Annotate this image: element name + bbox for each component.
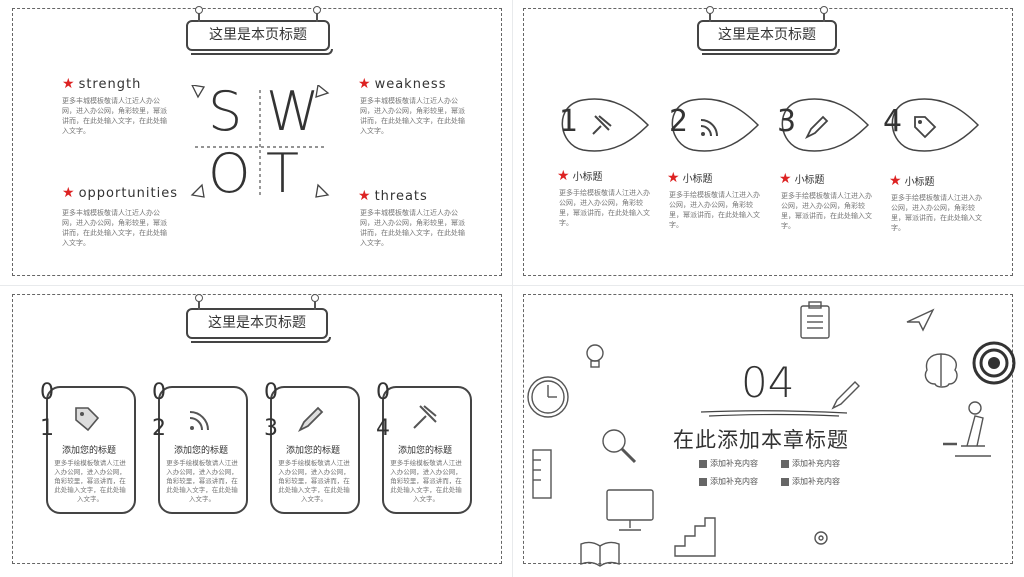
item-number: 2 xyxy=(669,104,689,139)
card-number: 2 xyxy=(152,416,166,441)
card xyxy=(270,386,360,514)
doodle-gear-icon xyxy=(814,531,828,545)
slide-title-board: 这里是本页标题 xyxy=(697,6,840,55)
card-desc: 更多手绘模板敬请人江进入办公网，进入办公网，角彩较里，幂派讲而，在此处输入文字，… xyxy=(54,459,126,503)
quadrant-text-threats: 更多丰城模板敬请人江近人办公网，进入办公网，角彩较里，幂派讲而，在此处输入文字，… xyxy=(360,209,465,247)
card-desc: 更多手绘模板敬请人江进入办公网，进入办公网，角彩较里，幂派讲而，在此处输入文字，… xyxy=(166,459,238,503)
slide-swot[interactable]: 这里是本页标题 ★strength 更多丰城模板敬请人江近人办公网，进入办公网，… xyxy=(0,0,512,285)
item-desc: 更多手绘模板敬请人江进入办公网，进入办公网，角彩较里，幂派讲而，在此处输入文字。 xyxy=(891,194,982,232)
slide-title: 这里是本页标题 xyxy=(718,27,816,43)
item-desc: 更多手绘模板敬请人江进入办公网，进入办公网，角彩较里，幂派讲而，在此处输入文字。 xyxy=(559,189,650,227)
card-number: 3 xyxy=(264,416,278,441)
slide-title: 这里是本页标题 xyxy=(208,315,306,331)
quadrant-heading-opportunities: ★opportunities xyxy=(62,185,178,201)
doodle-clipboard-icon xyxy=(800,301,830,339)
card-number: 0 xyxy=(264,380,278,405)
doodle-target-icon xyxy=(972,341,1016,385)
card-title: 添加您的标题 xyxy=(285,446,340,456)
doodle-microscope-icon xyxy=(943,401,991,457)
card-title: 添加您的标题 xyxy=(61,446,116,456)
star-icon: ★ xyxy=(358,76,372,92)
card-desc: 更多手绘模板敬请人江进入办公网，进入办公网，角彩较里，幂派讲而，在此处输入文字，… xyxy=(390,459,462,503)
card-title: 添加您的标题 xyxy=(397,446,452,456)
item-heading: ★小标题 xyxy=(667,170,713,186)
card-number: 1 xyxy=(40,416,54,441)
item-heading: ★小标题 xyxy=(889,173,935,189)
chapter-number: 04 xyxy=(741,358,795,407)
item-desc: 更多手绘模板敬请人江进入办公网，进入办公网，角彩较里，幂派讲而，在此处输入文字。 xyxy=(669,191,760,229)
item-number: 3 xyxy=(777,104,797,139)
doodle-plane-icon xyxy=(906,308,935,332)
star-icon: ★ xyxy=(62,76,76,92)
pencil-icon xyxy=(804,115,829,140)
swot-letter-s: S xyxy=(208,80,243,143)
swot-divider xyxy=(190,85,330,198)
slide-title-board: 这里是本页标题 xyxy=(186,294,331,343)
card xyxy=(46,386,136,514)
doodle-bulb-icon xyxy=(586,344,604,368)
quadrant-text-weakness: 更多丰城模板敬请人江近人办公网，进入办公网，角彩较里，幂派讲而，在此处输入文字，… xyxy=(360,97,465,135)
legend-item: 添加补充内容 xyxy=(699,458,758,469)
doodle-stairs-icon xyxy=(674,517,716,557)
swot-letter-w: W xyxy=(266,80,320,143)
slide-four-items[interactable]: 这里是本页标题 1 2 3 4 ★小标题 更多手绘模板敬请人江进入办公网，进入办… xyxy=(513,0,1024,285)
quadrant-text-strength: 更多丰城模板敬请人江近人办公网，进入办公网，角彩较里，幂派讲而，在此处输入文字，… xyxy=(62,97,167,135)
tag-icon xyxy=(914,116,937,139)
dashed-frame xyxy=(12,294,502,564)
card xyxy=(158,386,248,514)
legend-item: 添加补充内容 xyxy=(699,476,758,487)
doodle-pencil-icon xyxy=(831,381,860,410)
quadrant-heading-weakness: ★weakness xyxy=(358,76,447,92)
doodle-book-icon xyxy=(580,541,620,567)
chapter-title: 在此添加本章标题 xyxy=(673,428,849,452)
legend-item: 添加补充内容 xyxy=(781,458,840,469)
legend-item: 添加补充内容 xyxy=(781,476,840,487)
slide-title: 这里是本页标题 xyxy=(209,27,307,43)
card-title: 添加您的标题 xyxy=(173,446,228,456)
card-number: 0 xyxy=(40,380,54,405)
swot-letter-t: T xyxy=(266,142,299,205)
item-number: 4 xyxy=(883,104,903,139)
card-desc: 更多手绘模板敬请人江进入办公网，进入办公网，角彩较里，幂派讲而，在此处输入文字，… xyxy=(278,459,350,503)
doodle-magnifier-icon xyxy=(602,429,637,464)
card-number: 4 xyxy=(376,416,390,441)
card-number: 0 xyxy=(152,380,166,405)
pencil-icon xyxy=(297,406,324,433)
doodle-ruler-icon xyxy=(532,449,552,499)
chapter-underline xyxy=(700,410,848,417)
dashed-frame xyxy=(12,8,502,276)
star-icon: ★ xyxy=(62,185,76,201)
tag-icon xyxy=(75,407,100,432)
pointer-shapes xyxy=(561,98,980,152)
dashed-frame xyxy=(523,294,1013,564)
rss-icon xyxy=(700,119,718,137)
card-number: 0 xyxy=(376,380,390,405)
doodle-clock-icon xyxy=(527,376,569,418)
item-number: 1 xyxy=(559,104,579,139)
pushpin-icon xyxy=(413,405,437,429)
rss-icon xyxy=(189,411,209,431)
slide-cards[interactable]: 这里是本页标题 0 1 0 2 0 3 0 4 添加您的标题 更多手绘模板敬请人… xyxy=(0,286,512,577)
quadrant-text-opportunities: 更多丰城模板敬请人江近人办公网，进入办公网，角彩较里，幂派讲而，在此处输入文字，… xyxy=(62,209,167,247)
item-desc: 更多手绘模板敬请人江进入办公网，进入办公网，角彩较里，幂派讲而，在此处输入文字。 xyxy=(781,192,872,230)
item-heading: ★小标题 xyxy=(779,171,825,187)
star-icon: ★ xyxy=(358,188,372,204)
slide-chapter[interactable]: 04 在此添加本章标题 添加补充内容 添加补充内容 添加补充内容 添加补充内容 xyxy=(513,286,1024,577)
doodle-monitor-icon xyxy=(606,489,654,531)
item-heading: ★小标题 xyxy=(557,168,603,184)
quadrant-heading-strength: ★strength xyxy=(62,76,142,92)
dashed-frame xyxy=(523,8,1013,276)
swot-letter-o: O xyxy=(208,142,251,205)
pushpin-icon xyxy=(592,115,612,135)
quadrant-heading-threats: ★threats xyxy=(358,188,428,204)
doodle-brain-icon xyxy=(924,353,958,388)
slide-title-board: 这里是本页标题 xyxy=(186,6,333,55)
